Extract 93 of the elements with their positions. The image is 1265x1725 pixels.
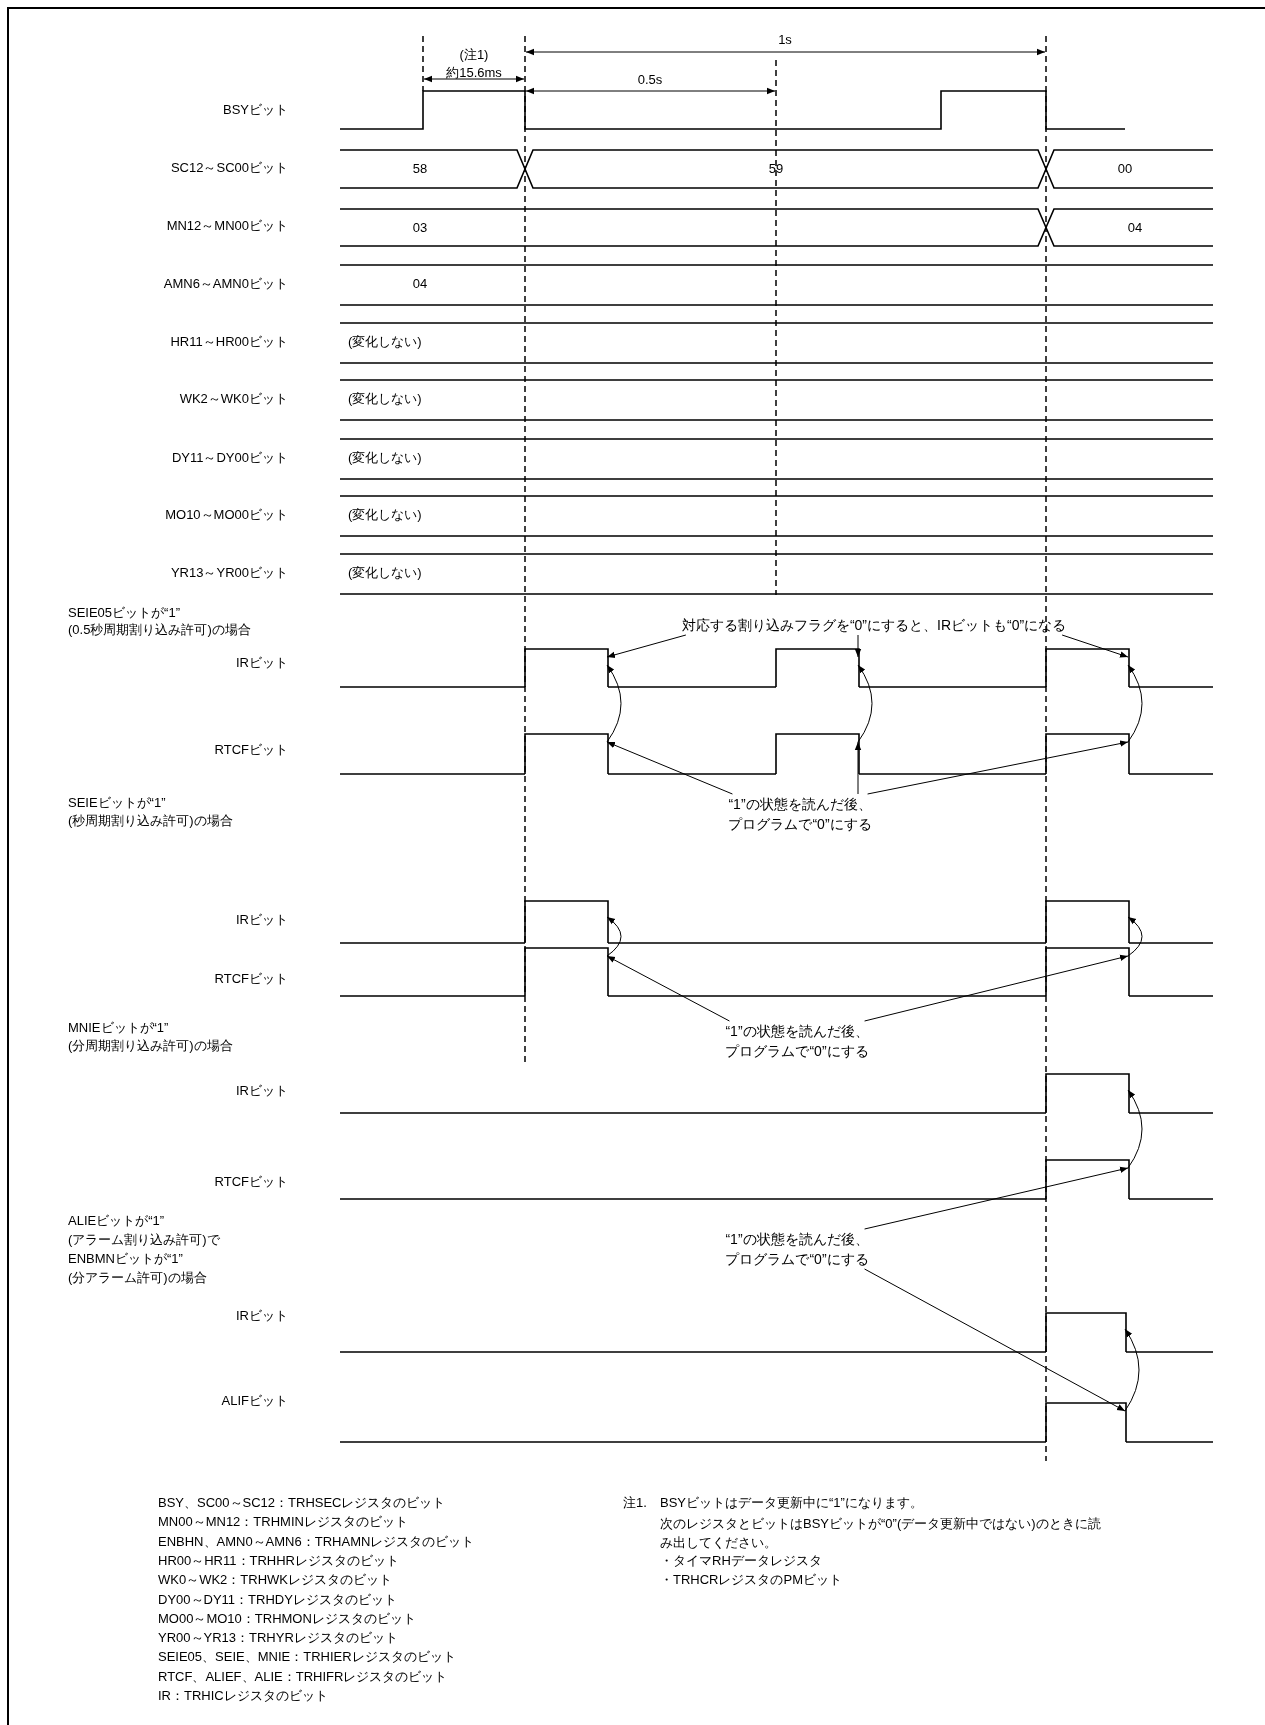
curved-arrow	[1124, 1328, 1140, 1412]
curved-arrow	[1127, 1089, 1143, 1169]
signal-label: MO10～MO00ビット	[165, 507, 288, 523]
curved-arrow	[857, 664, 873, 743]
value-label: 04	[412, 276, 428, 292]
curved-arrow	[1127, 916, 1143, 957]
pulse-waveform	[1045, 1073, 1130, 1114]
leader-line	[606, 741, 733, 795]
signal-label: DY11～DY00ビット	[171, 450, 288, 466]
register-note: YR00～YR13：TRHYRレジスタのビット	[158, 1630, 398, 1647]
register-note: BSY、SC00～SC12：TRHSECレジスタのビット	[158, 1495, 446, 1511]
condition-heading: MNIEビットが“1”	[68, 1020, 169, 1036]
duration-label: 1s	[778, 32, 792, 48]
signal-label: YR13～YR00ビット	[170, 565, 288, 581]
pulse-waveform	[524, 947, 609, 997]
signal-label: WK2～WK0ビット	[179, 391, 288, 407]
pulse-waveform	[524, 733, 609, 775]
signal-label: ALIFビット	[221, 1393, 288, 1409]
pulse-waveform	[775, 733, 860, 775]
signal-label: IRビット	[236, 655, 288, 671]
leader-line	[867, 740, 1129, 795]
curved-arrow	[606, 916, 622, 957]
annotation-text: “1”の状態を読んだ後、 プログラムで“0”にする	[725, 1229, 869, 1269]
footnote-text: 次のレジスタとビットはBSYビットが“0”(データ更新中ではない)のときに読み出してください。	[660, 1515, 1102, 1552]
pulse-waveform	[1045, 947, 1130, 997]
register-note: WK0～WK2：TRHWKレジスタのビット	[158, 1572, 392, 1589]
leader-line	[854, 741, 862, 795]
pulse-waveform	[775, 648, 860, 688]
value-label: 00	[1117, 161, 1133, 177]
condition-heading: ENBMNビットが“1”	[68, 1251, 183, 1267]
duration-label: 約15.6ms	[446, 65, 502, 81]
value-label: (変化しない)	[348, 507, 422, 523]
condition-heading: SEIEビットが“1”	[68, 795, 166, 811]
leader-line	[606, 634, 687, 658]
footnote-text: ・TRHCRレジスタのPMビット	[660, 1572, 842, 1588]
note-reference: (注1)	[459, 47, 489, 63]
register-note: MO00～MO10：TRHMONレジスタのビット	[158, 1610, 416, 1627]
value-label: 58	[412, 161, 428, 177]
pulse-waveform	[524, 900, 609, 944]
annotation-text: 対応する割り込みフラグを“0”にすると、IRビットも“0”になる	[681, 615, 1067, 635]
value-label: (変化しない)	[348, 565, 422, 581]
condition-heading: (分周期割り込み許可)の場合	[68, 1038, 233, 1054]
pulse-waveform	[1045, 900, 1130, 944]
pulse-waveform	[1045, 733, 1130, 775]
condition-heading: (秒周期割り込み許可)の場合	[68, 813, 233, 829]
annotation-text: “1”の状態を読んだ後、 プログラムで“0”にする	[728, 794, 872, 834]
pulse-waveform	[524, 648, 609, 688]
footnote-text: BSYビットはデータ更新中に“1”になります。	[660, 1495, 923, 1511]
condition-heading: (アラーム割り込み許可)で	[68, 1232, 220, 1248]
pulse-waveform	[1045, 648, 1130, 688]
register-note: ENBHN、AMN0～AMN6：TRHAMNレジスタのビット	[158, 1533, 475, 1550]
register-note: IR：TRHICレジスタのビット	[158, 1688, 328, 1704]
signal-label: IRビット	[236, 1308, 288, 1324]
value-label: (変化しない)	[348, 391, 422, 407]
value-label: (変化しない)	[348, 334, 422, 350]
signal-label: RTCFビット	[214, 742, 288, 758]
pulse-waveform	[1045, 1402, 1127, 1443]
register-note: RTCF、ALIEF、ALIE：TRHIFRレジスタのビット	[158, 1668, 448, 1685]
signal-label: RTCFビット	[214, 1174, 288, 1190]
register-note: DY00～DY11：TRHDYレジスタのビット	[158, 1591, 397, 1608]
signal-label: BSYビット	[223, 102, 288, 118]
value-label: 59	[768, 161, 784, 177]
value-label: 03	[412, 220, 428, 236]
leader-line	[864, 1268, 1126, 1412]
leader-line	[1061, 634, 1129, 658]
signal-label: IRビット	[236, 912, 288, 928]
signal-label: RTCFビット	[214, 971, 288, 987]
value-label: (変化しない)	[348, 450, 422, 466]
condition-heading: (0.5秒周期割り込み許可)の場合	[68, 622, 251, 638]
register-note: SEIE05、SEIE、MNIE：TRHIERレジスタのビット	[158, 1649, 456, 1666]
curved-arrow	[606, 664, 622, 743]
duration-label: 0.5s	[637, 72, 663, 88]
curved-arrow	[1127, 664, 1143, 743]
signal-label: MN12～MN00ビット	[166, 218, 288, 234]
pulse-waveform	[1045, 1159, 1130, 1200]
signal-label: AMN6～AMN0ビット	[163, 276, 288, 292]
leader-line	[864, 954, 1129, 1022]
note-number: 注1.	[623, 1495, 647, 1511]
condition-heading: (分アラーム許可)の場合	[68, 1270, 207, 1286]
condition-heading: ALIEビットが“1”	[68, 1213, 165, 1229]
value-label: 04	[1127, 220, 1143, 236]
register-note: HR00～HR11：TRHHRレジスタのビット	[158, 1552, 399, 1569]
register-note: MN00～MN12：TRHMINレジスタのビット	[158, 1514, 408, 1531]
leader-line	[864, 1166, 1129, 1230]
footnote-text: ・タイマRHデータレジスタ	[660, 1553, 822, 1569]
signal-label: SC12～SC00ビット	[170, 160, 288, 176]
signal-label: IRビット	[236, 1083, 288, 1099]
pulse-waveform	[1045, 1312, 1127, 1353]
leader-line	[606, 955, 730, 1022]
condition-heading: SEIE05ビットが“1”	[68, 605, 180, 621]
leader-line	[854, 634, 862, 658]
signal-label: HR11～HR00ビット	[170, 334, 288, 350]
annotation-text: “1”の状態を読んだ後、 プログラムで“0”にする	[725, 1021, 869, 1061]
